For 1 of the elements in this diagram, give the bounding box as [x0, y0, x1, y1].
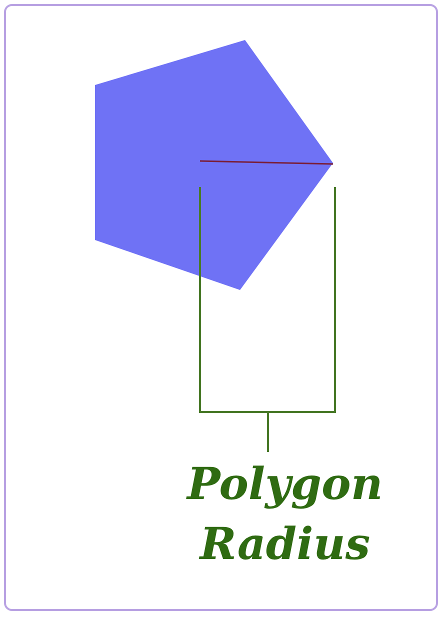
- caption-text: Polygon Radius: [185, 458, 384, 572]
